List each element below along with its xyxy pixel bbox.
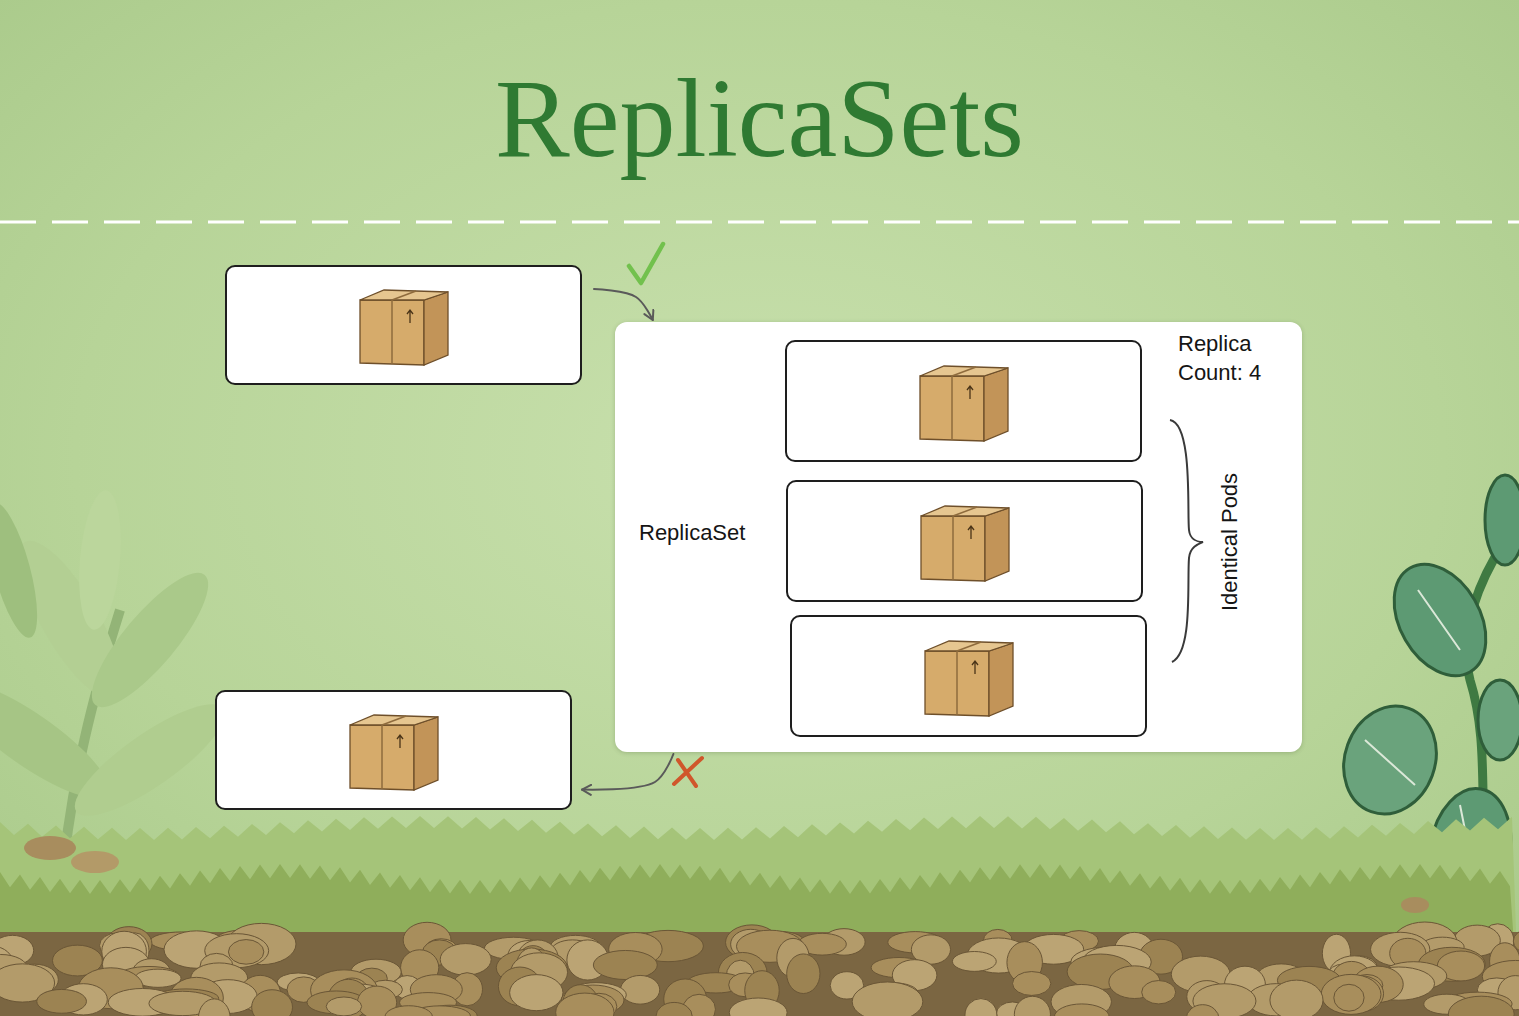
rock <box>1186 1005 1219 1016</box>
package-part <box>985 508 1009 581</box>
package-part <box>921 506 1009 516</box>
rock <box>1448 996 1514 1016</box>
decoration <box>1478 680 1519 760</box>
package-part <box>391 300 393 364</box>
rock <box>198 999 230 1016</box>
rock <box>852 982 923 1016</box>
pod-box <box>790 615 1147 737</box>
cross-mark <box>674 758 702 786</box>
label-holder: Identical Pods <box>1217 473 1243 611</box>
package-part <box>414 717 438 790</box>
package-part <box>952 367 976 376</box>
pod-box <box>225 265 582 385</box>
package-part <box>956 651 958 715</box>
replicaset-panel: ReplicaSet Replica Count: 4 <box>615 322 1302 752</box>
package-part <box>957 642 981 651</box>
package-part <box>381 725 383 789</box>
curly-brace <box>1165 412 1225 672</box>
rock <box>1014 996 1050 1016</box>
title: ReplicaSets <box>0 62 1519 174</box>
decoration <box>1170 420 1203 662</box>
flow-arrow <box>594 289 653 320</box>
pod-box <box>215 690 572 810</box>
pod-box <box>786 480 1143 602</box>
decoration <box>0 498 48 643</box>
rock <box>385 1006 432 1016</box>
package-part <box>951 376 953 440</box>
package-icon <box>917 359 1011 443</box>
node-heading: ReplicaSet <box>639 519 745 548</box>
rock <box>965 999 997 1016</box>
check-mark <box>629 244 663 283</box>
decoration <box>61 687 238 833</box>
package-icon <box>922 634 1016 718</box>
package-part <box>920 366 1008 376</box>
package-part <box>972 661 978 674</box>
package-part <box>397 735 403 748</box>
decoration <box>1485 475 1519 565</box>
brace-label: Identical Pods <box>1217 473 1243 611</box>
package-part <box>925 641 1013 651</box>
package-part <box>984 368 1008 441</box>
rock <box>787 954 820 994</box>
package-part <box>952 516 954 580</box>
rock <box>326 997 361 1016</box>
rock <box>1142 981 1176 1004</box>
decoration <box>1329 693 1451 827</box>
package-part <box>925 651 989 716</box>
rock <box>228 940 263 965</box>
package-part <box>989 643 1013 716</box>
rock <box>656 1002 692 1016</box>
rock <box>1321 974 1381 1014</box>
package-part <box>350 715 438 725</box>
rock <box>440 944 491 976</box>
pod-box <box>785 340 1142 462</box>
decoration <box>24 836 76 860</box>
divider-line <box>0 221 1519 224</box>
rock <box>593 950 657 979</box>
rock <box>1270 980 1323 1016</box>
rock <box>37 989 87 1013</box>
rock <box>621 975 660 1004</box>
rock <box>510 975 563 1011</box>
rock <box>1334 984 1364 1011</box>
package-part <box>392 291 416 300</box>
package-icon <box>357 283 451 367</box>
package-part <box>424 292 448 365</box>
decoration <box>71 851 119 873</box>
decoration <box>1401 897 1429 913</box>
package-part <box>382 716 406 725</box>
flow-arrow <box>582 754 673 790</box>
package-part <box>967 386 973 399</box>
rock <box>252 990 293 1016</box>
package-part <box>360 300 424 365</box>
package-part <box>920 376 984 441</box>
package-part <box>360 290 448 300</box>
package-icon <box>918 499 1012 583</box>
package-part <box>921 516 985 581</box>
package-part <box>953 507 977 516</box>
decoration <box>674 758 702 784</box>
package-part <box>350 725 414 790</box>
rock <box>729 998 787 1016</box>
rock <box>952 952 996 972</box>
rock <box>1054 1004 1109 1016</box>
package-icon <box>347 708 441 792</box>
node-note: Replica Count: 4 <box>1178 330 1290 387</box>
ground <box>0 816 1519 1016</box>
decoration <box>74 489 126 632</box>
rock <box>1013 972 1051 996</box>
pebbles <box>24 836 1429 913</box>
rock <box>556 993 614 1016</box>
package-part <box>407 310 413 323</box>
package-part <box>968 526 974 539</box>
